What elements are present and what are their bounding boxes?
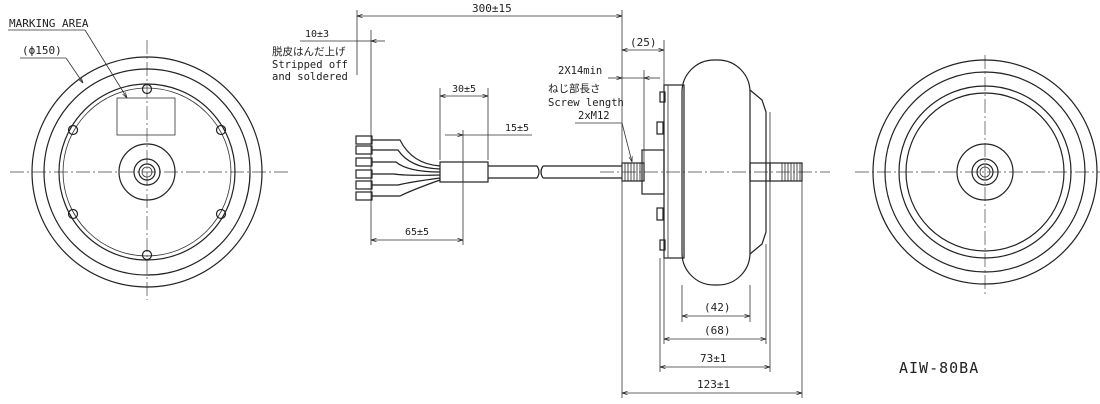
dim-123: 123±1: [697, 378, 730, 391]
thread-label: 2xM12: [578, 110, 610, 122]
cable-leads: [355, 135, 441, 201]
marking-area-label: MARKING AREA: [9, 17, 89, 30]
dim-shaft-25: (25): [630, 36, 657, 49]
stripped-en1-label: Stripped off: [272, 59, 348, 71]
mounting-holes: [67, 83, 227, 261]
screw-length-jp: ねじ部長さ: [548, 82, 601, 95]
cable: [439, 161, 622, 183]
right-end-view: [855, 55, 1100, 295]
marking-area-box: [116, 97, 176, 136]
dim-68: (68): [704, 324, 731, 337]
diameter-label: (ϕ150): [22, 44, 62, 57]
dimensions: 300±15 10±3 脱皮はんだ上げ Stripped off and sol…: [272, 2, 803, 398]
wheel-side-view: [600, 59, 830, 286]
dim-strip: 10±3: [305, 29, 329, 40]
stripped-jp-label: 脱皮はんだ上げ: [272, 45, 346, 58]
dim-42: (42): [704, 301, 731, 314]
stripped-en2-label: and soldered: [272, 71, 348, 83]
dim-tube-pos: 30±5: [452, 84, 476, 95]
shaft-right: [769, 162, 803, 182]
dim-cable-total: 300±15: [472, 2, 512, 15]
dim-cable-65: 65±5: [405, 227, 429, 238]
screw-length-en: Screw length: [548, 97, 624, 109]
dim-73: 73±1: [700, 352, 727, 365]
left-end-view: MARKING AREA (ϕ150): [8, 17, 290, 300]
screw-length-dim: 2X14min: [558, 65, 602, 77]
dim-tube-len: 15±5: [505, 123, 529, 134]
model-name: AIW-80BA: [899, 359, 979, 377]
